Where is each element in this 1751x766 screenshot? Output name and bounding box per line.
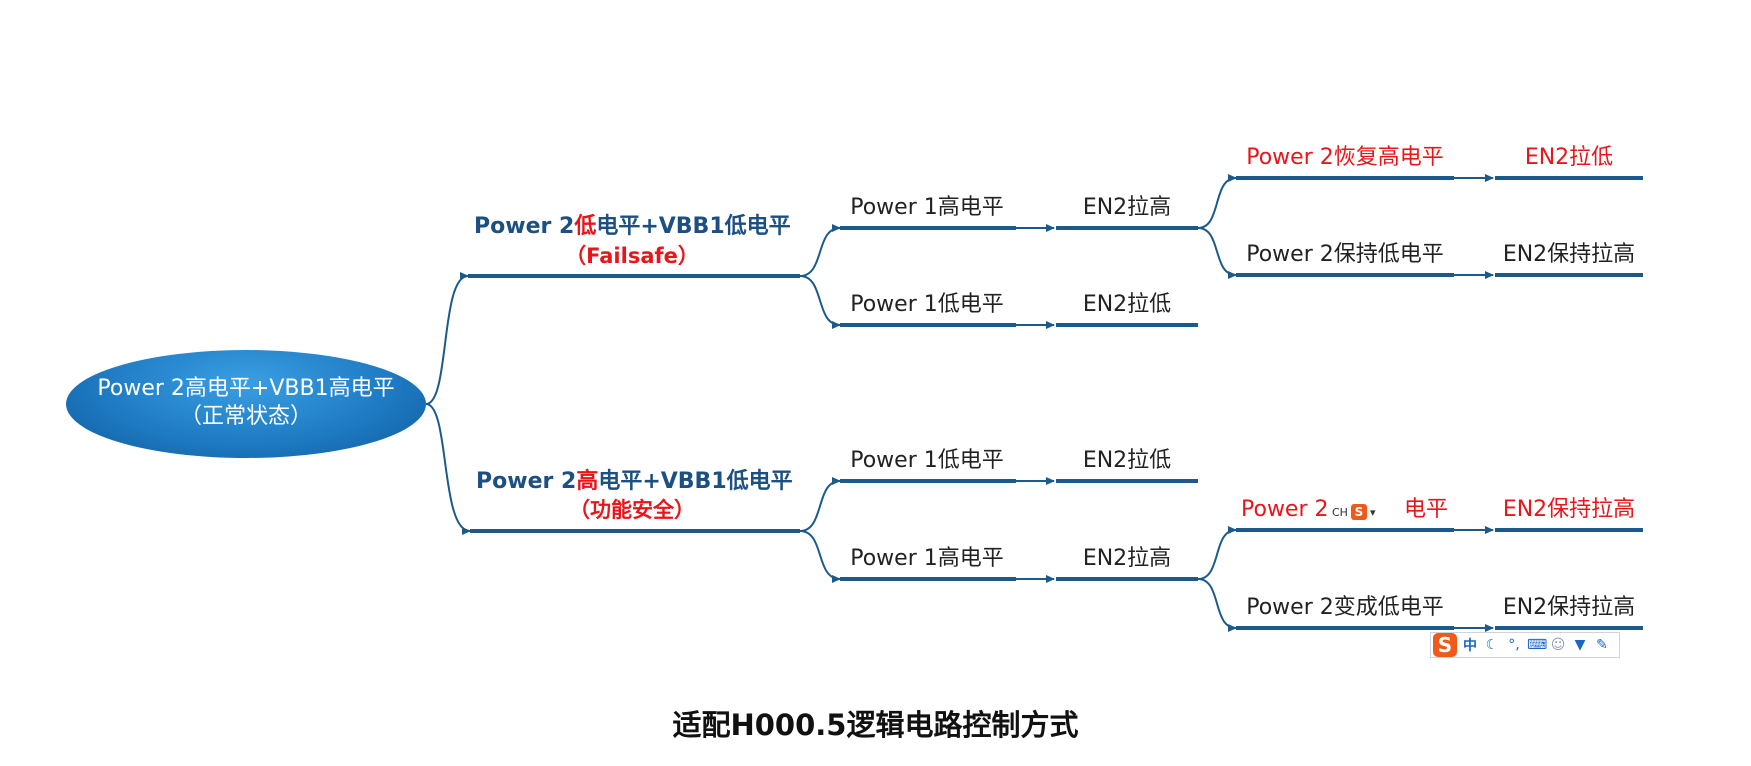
edge-root-b (425, 403, 471, 535)
branch-a-label: Power 2低电平+VBB1低电平 (474, 214, 791, 240)
dropdown-icon: ▾ (1369, 505, 1376, 519)
node-b-p2-hidden-right: 电平 (1404, 497, 1449, 522)
branch-a-prefix: Power 2 (474, 214, 575, 239)
edge-b-p1low (799, 477, 841, 532)
node-a-p1-high: Power 1高电平 (850, 195, 1004, 220)
edge-b-hidden (1197, 526, 1237, 580)
node-a-p2-recover: Power 2恢复高电平 (1246, 145, 1444, 170)
node-a-en2-keep-high: EN2保持拉高 (1502, 242, 1636, 267)
node-b-p2-hidden-left: Power 2 (1241, 497, 1329, 522)
ime-toolbar[interactable]: S 中 ☾ °, ⌨ ☺ ▼ ✎ (1430, 632, 1620, 658)
chinese-mode-button[interactable]: 中 (1463, 638, 1477, 654)
node-b-p1-low: Power 1低电平 (850, 448, 1004, 473)
moon-icon[interactable]: ☾ (1485, 637, 1499, 653)
root-node (66, 350, 426, 458)
branch-a-note: （Failsafe） (565, 244, 699, 268)
edge-a-recover (1197, 174, 1237, 229)
node-b-en2-high: EN2拉高 (1082, 546, 1172, 571)
node-a-p1-low: Power 1低电平 (850, 292, 1004, 317)
node-b-p1-high: Power 1高电平 (850, 546, 1004, 571)
keyboard-icon[interactable]: ⌨ (1527, 637, 1548, 653)
branch-a-emph: 低 (574, 214, 597, 239)
branch-b-emph: 高 (576, 469, 599, 494)
sogou-logo-icon: S (1350, 504, 1367, 520)
node-a-en2-high: EN2拉高 (1082, 195, 1172, 220)
node-a-en2-low: EN2拉低 (1082, 292, 1172, 317)
user-icon[interactable]: ☺ (1550, 637, 1566, 653)
diagram-title: 适配H000.5逻辑电路控制方式 (672, 708, 1079, 742)
edge-a-keeplow (1197, 227, 1237, 279)
branch-b-prefix: Power 2 (476, 469, 577, 494)
edge-b-p1high (799, 530, 841, 583)
root-node-text: Power 2高电平+VBB1高电平 （正常状态） (66, 375, 426, 431)
branch-a-suffix: 电平+VBB1低电平 (596, 214, 791, 239)
wrench-icon[interactable]: ✎ (1596, 637, 1608, 653)
ime-ch-label: CH (1332, 505, 1348, 519)
ime-floating-indicator[interactable]: CH S ▾ (1332, 503, 1398, 521)
node-b-en2-keep-high-red: EN2保持拉高 (1502, 497, 1636, 522)
sogou-logo-icon[interactable]: S (1433, 633, 1457, 657)
root-line1: Power 2高电平+VBB1高电平 (97, 376, 395, 401)
shirt-icon[interactable]: ▼ (1574, 637, 1586, 653)
edge-a-p1low (799, 275, 841, 329)
node-b-en2-keep-high: EN2保持拉高 (1502, 595, 1636, 620)
branch-b-suffix: 电平+VBB1低电平 (598, 469, 793, 494)
node-a-en2-low-red: EN2拉低 (1524, 145, 1614, 170)
node-b-en2-low: EN2拉低 (1082, 448, 1172, 473)
node-a-p2-keep-low: Power 2保持低电平 (1246, 242, 1444, 267)
node-b-p2-to-low: Power 2变成低电平 (1246, 595, 1444, 620)
branch-b-note: （功能安全） (569, 498, 695, 522)
branch-b-label: Power 2高电平+VBB1低电平 (476, 469, 793, 495)
root-line2: （正常状态） (179, 404, 312, 429)
edge-a-p1high (799, 224, 841, 277)
punctuation-icon[interactable]: °, (1508, 637, 1520, 653)
edge-root-a (425, 272, 469, 405)
edge-b-tolow (1197, 578, 1237, 632)
